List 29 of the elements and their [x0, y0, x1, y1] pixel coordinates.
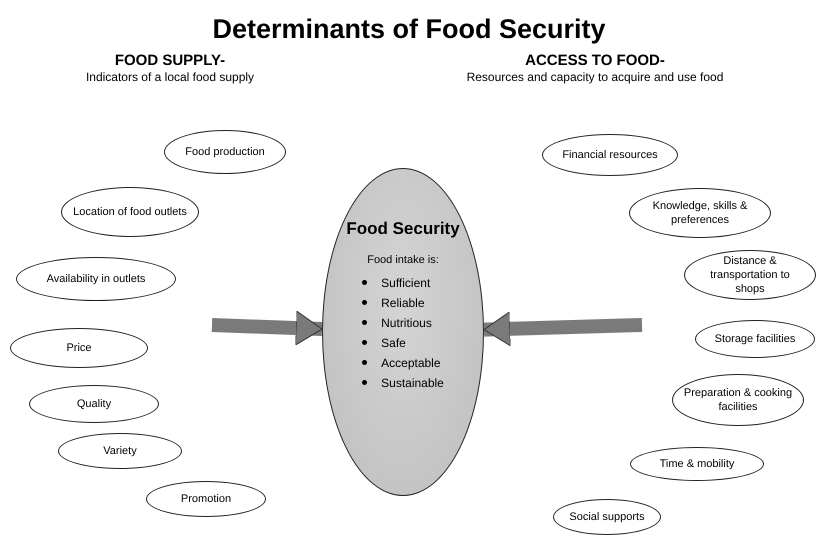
node-label: Variety [103, 444, 137, 458]
node-label: Quality [76, 397, 112, 411]
bullet-item: Nutritious [381, 316, 432, 330]
node-label: Social supports [569, 510, 645, 524]
node-label: Promotion [180, 492, 232, 506]
node-label: Availability in outlets [46, 272, 146, 286]
node-label: Price [66, 341, 92, 355]
bullet-item: Reliable [381, 296, 424, 310]
node-label: Location of food outlets [73, 205, 187, 219]
node-label: Distance & transportation to shops [709, 254, 791, 296]
node-heading: Food Security [346, 219, 460, 239]
block-arrow [212, 310, 323, 346]
node-label: Storage facilities [714, 332, 796, 346]
title: Determinants of Food Security [211, 14, 607, 45]
node-label: Knowledge, skills & preferences [652, 199, 748, 227]
node-label: Time & mobility [660, 457, 734, 471]
bullet-item: Sustainable [381, 376, 444, 390]
node-subheading: Food intake is: [367, 253, 439, 267]
node-label: Preparation & cooking facilities [683, 386, 793, 414]
node-label: Financial resources [562, 148, 658, 162]
section-subtitle: Resources and capacity to acquire and use food [466, 70, 724, 84]
bullet-item: Safe [381, 336, 406, 350]
block-arrow [484, 311, 642, 346]
bullet-item: Acceptable [381, 356, 441, 370]
section-heading: FOOD SUPPLY- [114, 52, 226, 69]
section-heading: ACCESS TO FOOD- [524, 52, 666, 69]
bullet-item: Sufficient [381, 276, 430, 290]
section-subtitle: Indicators of a local food supply [84, 70, 256, 84]
node-label: Food production [185, 145, 265, 159]
